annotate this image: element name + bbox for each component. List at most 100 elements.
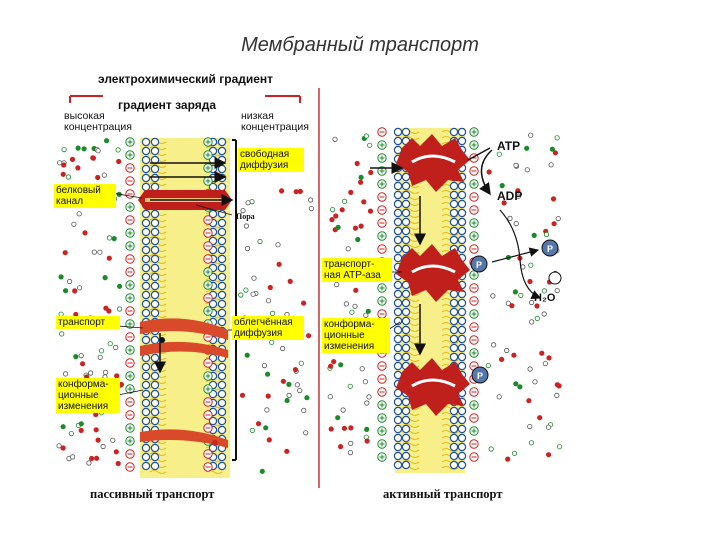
lipid-head — [141, 182, 151, 192]
lipid-head — [401, 235, 411, 245]
lipid-head — [393, 280, 403, 290]
low-concentration-label: низкая концентрация — [241, 110, 309, 133]
lipid-head — [449, 217, 459, 227]
lipid-head — [150, 137, 160, 147]
passive-panel — [56, 95, 314, 478]
lipid-head — [141, 137, 151, 147]
conformational-changes-label: конформа-ционные изменения — [56, 378, 120, 413]
lipid-head — [150, 146, 160, 156]
lipid-head — [457, 208, 467, 218]
lipid-head — [401, 181, 411, 191]
lipid-head — [141, 452, 151, 462]
page-title: Мембранный транспорт — [241, 34, 479, 56]
lipid-head — [457, 190, 467, 200]
lipid-head — [141, 164, 151, 174]
lipid-head — [217, 182, 227, 192]
lipid-head — [150, 380, 160, 390]
lipid-head — [150, 272, 160, 282]
lipid-head — [457, 325, 467, 335]
transporter-label: транспорт — [56, 316, 120, 329]
lipid-head — [150, 452, 160, 462]
lipid-head — [217, 389, 227, 399]
lipid-head — [457, 298, 467, 308]
charge-gradient-label: градиент заряда — [118, 98, 217, 112]
lipid-head — [217, 290, 227, 300]
lipid-head — [457, 199, 467, 209]
lipid-head — [150, 362, 160, 372]
lipid-head — [393, 235, 403, 245]
lipid-head — [393, 199, 403, 209]
lipid-head — [449, 415, 459, 425]
lipid-head — [393, 316, 403, 326]
lipid-head — [401, 190, 411, 200]
lipid-head — [150, 263, 160, 273]
lipid-head — [141, 146, 151, 156]
lipid-head — [141, 389, 151, 399]
phosphate-icon — [470, 239, 562, 384]
lipid-head — [457, 307, 467, 317]
lipid-head — [393, 460, 403, 470]
lipid-head — [217, 407, 227, 417]
lipid-head — [217, 317, 227, 327]
lipid-head — [141, 155, 151, 165]
lipid-head — [401, 244, 411, 254]
lipid-head — [217, 164, 227, 174]
lipid-head — [449, 289, 459, 299]
lipid-head — [217, 263, 227, 273]
lipid-head — [457, 442, 467, 452]
lipid-head — [141, 263, 151, 273]
lipid-head — [141, 362, 151, 372]
lipid-head — [457, 226, 467, 236]
high-concentration-label: высокая концентрация — [64, 110, 132, 133]
lipid-head — [150, 398, 160, 408]
lipid-head — [217, 371, 227, 381]
lipid-head — [393, 451, 403, 461]
lipid-head — [217, 236, 227, 246]
atp-adp-arrow — [479, 149, 493, 196]
lipid-head — [449, 181, 459, 191]
lipid-head — [457, 127, 467, 137]
active-transport-caption: активный транспорт — [383, 487, 503, 501]
lipid-head — [393, 325, 403, 335]
lipid-head — [393, 406, 403, 416]
phosphate-label-1: P — [476, 260, 482, 270]
lipid-head — [217, 398, 227, 408]
lipid-head — [449, 406, 459, 416]
lipid-head — [401, 289, 411, 299]
lipid-head — [393, 217, 403, 227]
pore-label: Пора — [236, 212, 255, 221]
lipid-head — [457, 424, 467, 434]
lipid-head — [449, 433, 459, 443]
lipid-head — [393, 298, 403, 308]
lipid-head — [141, 227, 151, 237]
lipid-head — [457, 244, 467, 254]
lipid-head — [449, 127, 459, 137]
lipid-head — [449, 442, 459, 452]
lipid-head — [150, 335, 160, 345]
atp-label: ATP — [497, 139, 521, 153]
lipid-head — [393, 361, 403, 371]
lipid-head — [393, 442, 403, 452]
lipid-head — [150, 227, 160, 237]
lipid-head — [449, 316, 459, 326]
lipid-head — [150, 308, 160, 318]
lipid-head — [449, 451, 459, 461]
facilitated-diffusion-label: облегчённая диффузия — [232, 316, 304, 340]
lipid-head — [217, 299, 227, 309]
lipid-head — [141, 245, 151, 255]
lipid-head — [217, 227, 227, 237]
lipid-head — [150, 218, 160, 228]
lipid-head — [457, 235, 467, 245]
lipid-head — [217, 272, 227, 282]
water-label: H₂O — [534, 292, 556, 304]
lipid-head — [141, 254, 151, 264]
lipid-head — [217, 461, 227, 471]
lipid-head — [393, 244, 403, 254]
lipid-head — [401, 226, 411, 236]
lipid-head — [393, 226, 403, 236]
lipid-head — [457, 361, 467, 371]
pore-leader — [195, 204, 233, 216]
lipid-head — [401, 415, 411, 425]
lipid-head — [401, 352, 411, 362]
lipid-head — [401, 460, 411, 470]
